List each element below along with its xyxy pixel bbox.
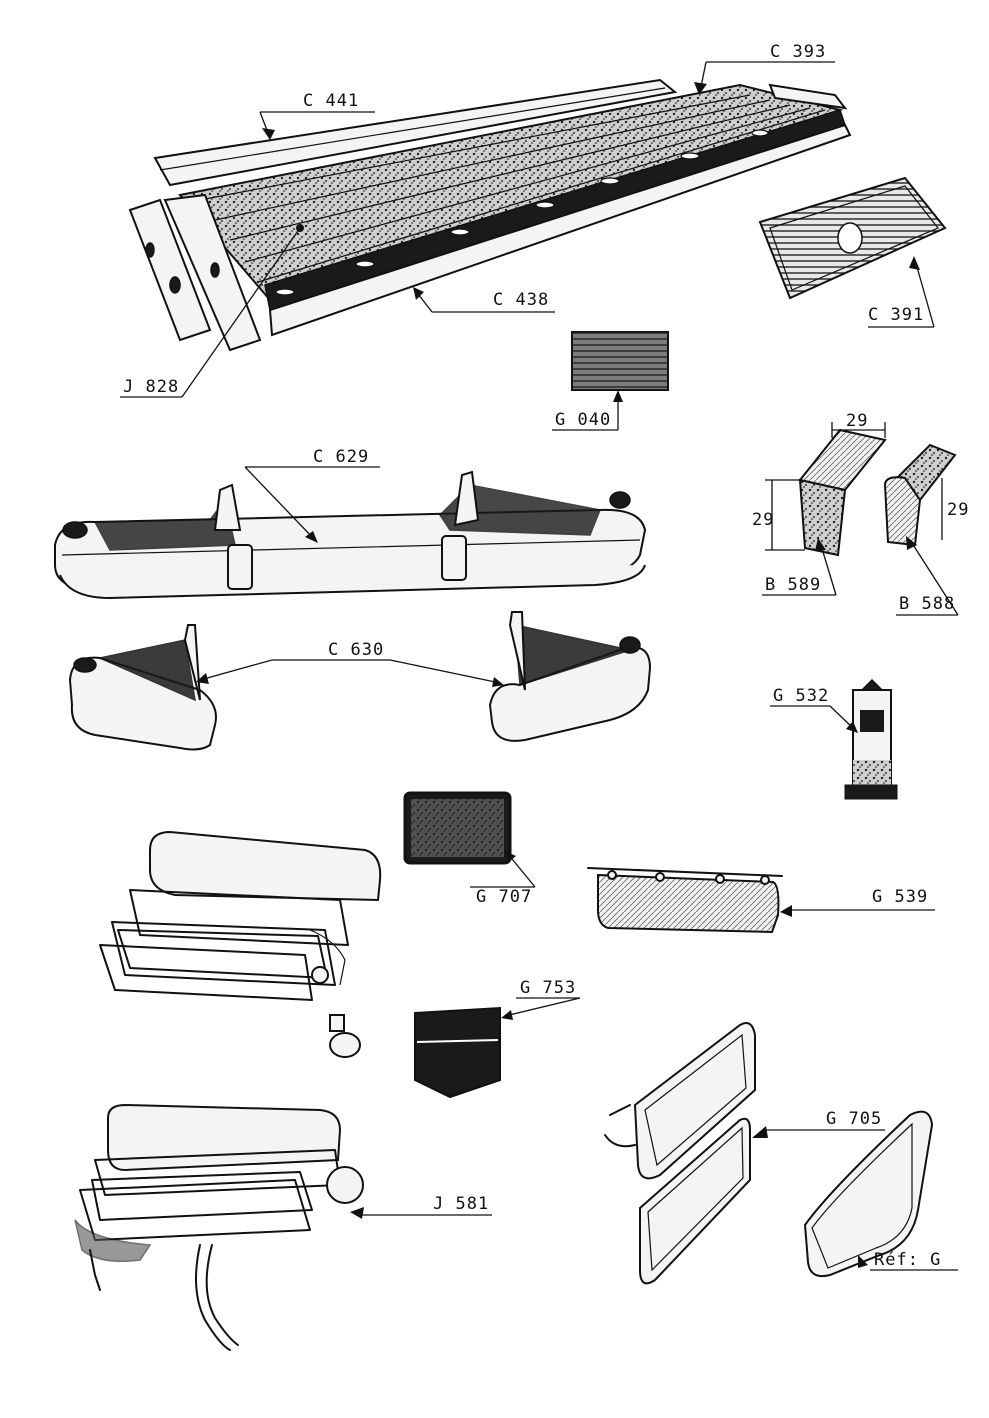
window-panels-g705-drawing <box>604 1022 934 1285</box>
part-label-g753: G 753 <box>520 978 576 998</box>
part-label-j581: J 581 <box>433 1194 489 1214</box>
dimension-lines: 29 29 29 <box>752 411 969 551</box>
callout-b588: B 588 <box>896 536 959 616</box>
callout-c441: C 441 <box>259 91 375 140</box>
running-board-drawing <box>128 78 852 352</box>
part-label-g532: G 532 <box>773 686 829 706</box>
callout-j581: J 581 <box>350 1194 492 1219</box>
tube-g532-drawing <box>844 678 898 800</box>
glovebox-assembly-lower-drawing <box>74 1103 364 1351</box>
profile-b589-drawing <box>798 428 887 557</box>
callout-g753: G 753 <box>501 978 581 1020</box>
dimension-left: 29 <box>752 510 774 530</box>
callout-g040: G 040 <box>552 390 623 431</box>
part-label-g705: G 705 <box>826 1109 882 1129</box>
step-plate-c391-drawing <box>758 176 947 300</box>
part-label-c393: C 393 <box>770 42 826 62</box>
reference-label: Réf: G <box>874 1250 941 1270</box>
part-label-j828: J 828 <box>123 377 179 397</box>
dimension-right: 29 <box>947 500 969 520</box>
callout-c391: C 391 <box>868 256 935 328</box>
mat-g040-drawing <box>571 331 669 391</box>
dimension-top: 29 <box>846 411 868 431</box>
callout-j828: J 828 <box>120 224 304 398</box>
part-label-b589: B 589 <box>765 575 821 595</box>
part-label-c438: C 438 <box>493 290 549 310</box>
part-label-c441: C 441 <box>303 91 359 111</box>
part-label-c630: C 630 <box>328 640 384 660</box>
callout-g532: G 532 <box>770 686 858 733</box>
mat-g707-drawing <box>403 791 512 865</box>
callout-c438: C 438 <box>413 287 555 313</box>
callout-c393: C 393 <box>694 42 835 95</box>
part-label-g040: G 040 <box>555 410 611 430</box>
callout-c630: C 630 <box>196 640 504 687</box>
callout-c629: C 629 <box>244 447 380 543</box>
callout-ref-g: Réf: G <box>858 1250 958 1271</box>
part-label-g707: G 707 <box>476 887 532 907</box>
bumper-c629-drawing <box>54 470 647 600</box>
part-label-b588: B 588 <box>899 594 955 614</box>
profile-b588-drawing <box>883 443 957 547</box>
bumper-ends-c630-drawing <box>68 611 652 751</box>
part-label-c391: C 391 <box>868 305 924 325</box>
part-label-g539: G 539 <box>872 887 928 907</box>
callout-g539: G 539 <box>780 887 935 917</box>
callout-b589: B 589 <box>762 538 837 596</box>
callout-g705: G 705 <box>752 1109 885 1138</box>
sunvisor-g539-drawing <box>587 867 783 934</box>
part-label-c629: C 629 <box>313 447 369 467</box>
callout-g707: G 707 <box>470 851 536 907</box>
glovebox-assembly-upper-drawing <box>99 830 382 1058</box>
mat-g753-drawing <box>414 1006 501 1099</box>
